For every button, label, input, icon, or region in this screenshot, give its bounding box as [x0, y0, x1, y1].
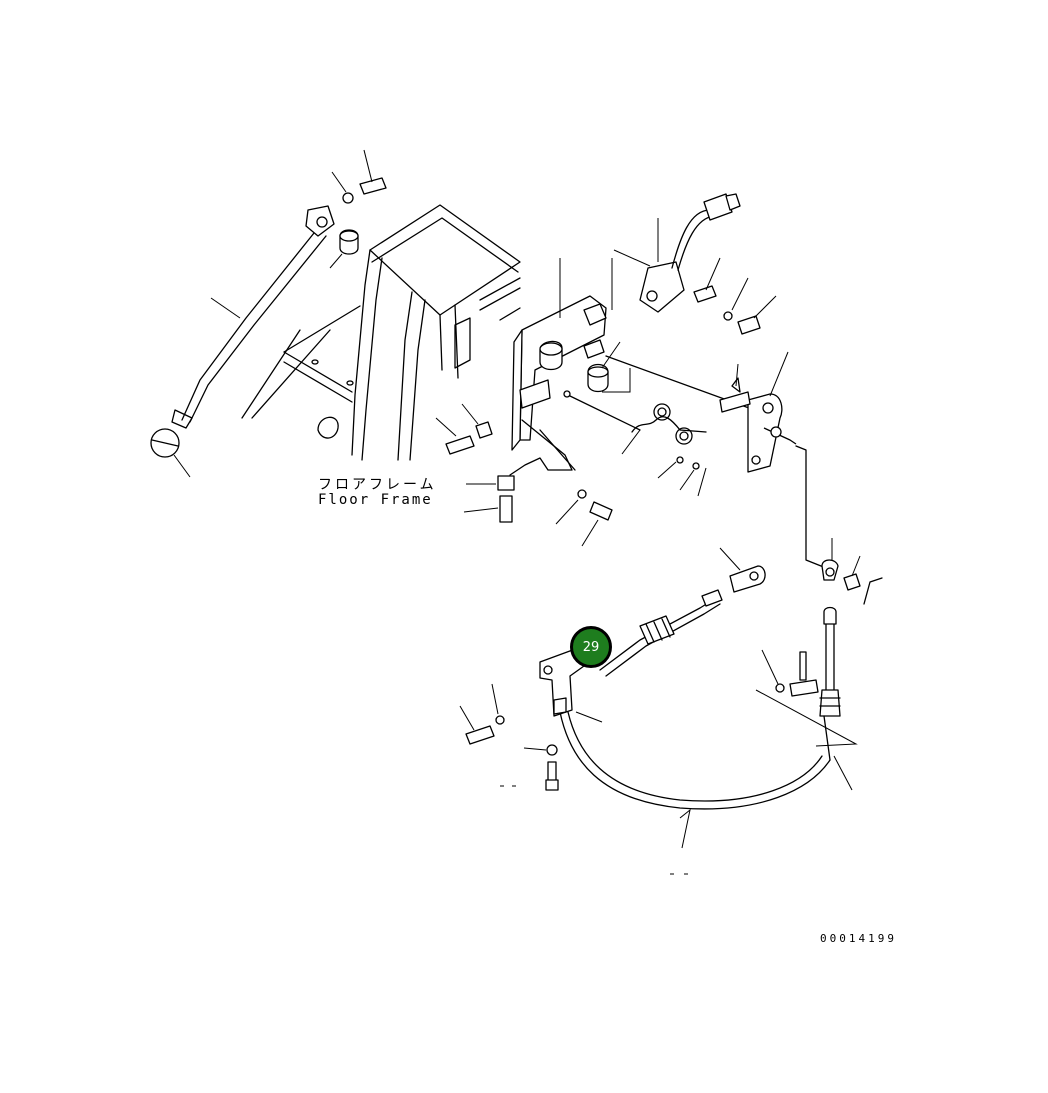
callout-29[interactable]: 29 [570, 626, 612, 668]
top-hardware [329, 149, 387, 269]
cable-end-joint [719, 538, 883, 605]
floor-frame-label-jp: フロアフレーム [318, 477, 437, 493]
spring-linkage [569, 355, 761, 497]
control-cable [559, 589, 858, 849]
floor-frame [241, 204, 521, 461]
cable-bracket [459, 647, 603, 791]
callout-number: 29 [582, 639, 600, 655]
lever-arm [719, 351, 827, 569]
sensor-assembly [613, 193, 777, 335]
floor-frame-label-en: Floor Frame [318, 492, 433, 508]
lever-rod [150, 205, 335, 478]
pedal-bracket [509, 258, 631, 476]
drawing-code: 00014199 [820, 932, 897, 945]
cable-end-fasteners [670, 649, 819, 875]
bracket-fasteners [435, 403, 613, 547]
